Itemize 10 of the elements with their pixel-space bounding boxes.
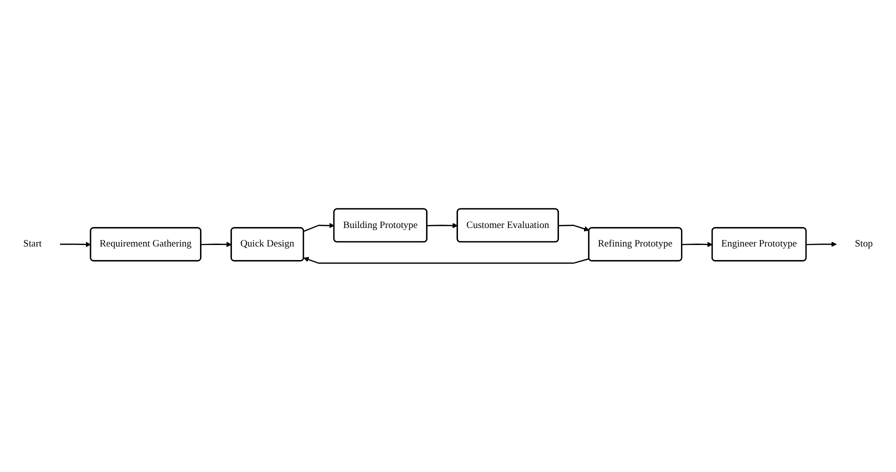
node-text: Start <box>23 238 42 250</box>
node-text: Stop <box>854 238 873 250</box>
arrow <box>304 256 590 264</box>
arrow <box>806 242 837 247</box>
arrow <box>558 224 590 232</box>
arrow <box>427 222 458 228</box>
arrow <box>60 242 92 248</box>
arrow <box>200 242 232 248</box>
arrow <box>682 242 713 248</box>
arrow <box>304 222 334 232</box>
